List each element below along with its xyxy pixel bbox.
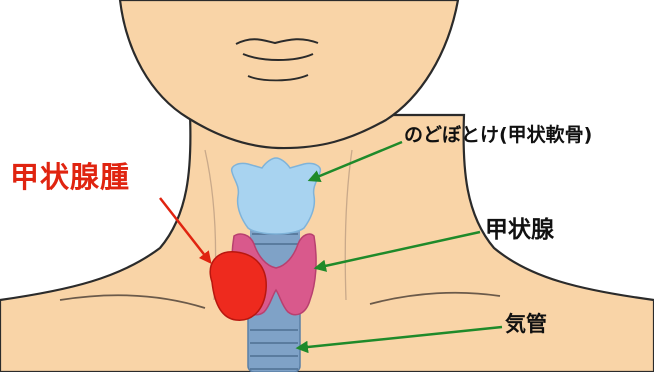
trachea-label: 気管 bbox=[505, 314, 547, 335]
tumor-label: 甲状腺腫 bbox=[10, 163, 130, 192]
neck-shoulders bbox=[0, 115, 654, 372]
adams-apple-label: のどぼとけ(甲状軟骨) bbox=[404, 126, 592, 145]
thyroid-label: 甲状腺 bbox=[485, 219, 554, 242]
thyroid-cartilage bbox=[232, 158, 321, 234]
